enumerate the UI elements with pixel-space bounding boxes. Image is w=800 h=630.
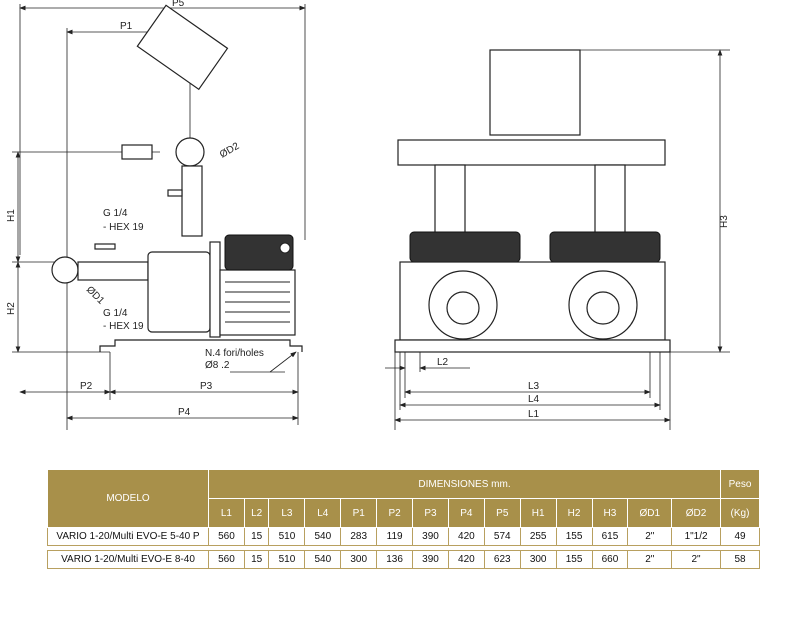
label-d1: ØD1 bbox=[84, 284, 107, 307]
base-plate bbox=[99, 339, 303, 352]
side-view: P5 P1 H1 H2 G 1/4 - HEX 19 G 1/4 - HEX 1… bbox=[6, 0, 306, 430]
value-cell: 2" bbox=[671, 550, 721, 569]
header-peso: Peso bbox=[720, 469, 760, 499]
value-cell: 283 bbox=[340, 527, 378, 546]
value-cell: 15 bbox=[243, 527, 270, 546]
model-cell: VARIO 1-20/Multi EVO-E 8-40 bbox=[47, 550, 209, 569]
model-cell: VARIO 1-20/Multi EVO-E 5-40 P bbox=[47, 527, 209, 546]
value-cell: 510 bbox=[268, 527, 306, 546]
label-p3: P3 bbox=[200, 381, 213, 392]
label-p5: P5 bbox=[172, 0, 185, 9]
control-box bbox=[489, 49, 581, 136]
header-peso-unit: (Kg) bbox=[720, 498, 760, 528]
label-h1: H1 bbox=[6, 209, 17, 222]
value-cell: 420 bbox=[447, 550, 485, 569]
note-g-top: G 1/4 bbox=[103, 208, 128, 219]
value-cell: 2" bbox=[627, 550, 673, 569]
note-hex-bottom: - HEX 19 bbox=[103, 321, 144, 332]
value-cell: 136 bbox=[376, 550, 414, 569]
column-header: P4 bbox=[447, 498, 485, 528]
peso-cell: 49 bbox=[720, 527, 760, 546]
value-cell: 574 bbox=[483, 527, 521, 546]
note-hex-top: - HEX 19 bbox=[103, 222, 144, 233]
column-header: P1 bbox=[340, 498, 378, 528]
column-header: P2 bbox=[376, 498, 414, 528]
outlet-manifold bbox=[175, 137, 205, 167]
control-unit bbox=[224, 234, 294, 271]
label-h3: H3 bbox=[719, 215, 730, 228]
note-hole-diameter: Ø8 .2 bbox=[205, 360, 230, 371]
column-header: L4 bbox=[304, 498, 342, 528]
value-cell: 660 bbox=[591, 550, 629, 569]
inlet-manifold bbox=[51, 256, 79, 284]
label-h2: H2 bbox=[6, 302, 17, 315]
technical-drawing: P5 P1 H1 H2 G 1/4 - HEX 19 G 1/4 - HEX 1… bbox=[6, 0, 730, 430]
label-l1: L1 bbox=[528, 409, 540, 420]
base-frame bbox=[394, 339, 671, 353]
label-p1: P1 bbox=[120, 21, 133, 32]
label-p4: P4 bbox=[178, 407, 191, 418]
label-p2: P2 bbox=[80, 381, 93, 392]
value-cell: 119 bbox=[376, 527, 414, 546]
value-cell: 15 bbox=[243, 550, 270, 569]
value-cell: 540 bbox=[304, 527, 342, 546]
value-cell: 615 bbox=[591, 527, 629, 546]
header-modelo: MODELO bbox=[47, 469, 209, 528]
column-header: H1 bbox=[519, 498, 557, 528]
pump-body bbox=[147, 251, 211, 333]
value-cell: 2" bbox=[627, 527, 673, 546]
column-header: H3 bbox=[591, 498, 629, 528]
value-cell: 390 bbox=[412, 550, 449, 569]
column-header: P3 bbox=[412, 498, 449, 528]
column-header: ØD2 bbox=[671, 498, 721, 528]
value-cell: 300 bbox=[519, 550, 557, 569]
label-l4: L4 bbox=[528, 394, 540, 405]
front-view: H3 L2 L3 L4 L1 bbox=[385, 49, 730, 430]
value-cell: 300 bbox=[340, 550, 378, 569]
value-cell: 420 bbox=[447, 527, 485, 546]
peso-cell: 58 bbox=[720, 550, 760, 569]
column-header: P5 bbox=[483, 498, 521, 528]
value-cell: 510 bbox=[268, 550, 306, 569]
value-cell: 255 bbox=[519, 527, 557, 546]
value-cell: 155 bbox=[555, 527, 593, 546]
note-holes: N.4 fori/holes bbox=[205, 348, 264, 359]
column-header: H2 bbox=[555, 498, 593, 528]
value-cell: 540 bbox=[304, 550, 342, 569]
label-l3: L3 bbox=[528, 381, 540, 392]
value-cell: 560 bbox=[208, 550, 245, 569]
value-cell: 560 bbox=[208, 527, 245, 546]
discharge-manifold bbox=[397, 139, 666, 166]
value-cell: 390 bbox=[412, 527, 449, 546]
note-g-bottom: G 1/4 bbox=[103, 308, 128, 319]
pressure-switch-box bbox=[136, 4, 229, 91]
label-d2: ØD2 bbox=[218, 141, 242, 161]
column-header: L3 bbox=[268, 498, 306, 528]
value-cell: 155 bbox=[555, 550, 593, 569]
value-cell: 1"1/2 bbox=[671, 527, 721, 546]
column-header: L2 bbox=[243, 498, 270, 528]
label-l2: L2 bbox=[437, 357, 449, 368]
value-cell: 623 bbox=[483, 550, 521, 569]
column-header: ØD1 bbox=[627, 498, 673, 528]
header-dimensiones: DIMENSIONES mm. bbox=[208, 469, 721, 499]
column-header: L1 bbox=[208, 498, 245, 528]
